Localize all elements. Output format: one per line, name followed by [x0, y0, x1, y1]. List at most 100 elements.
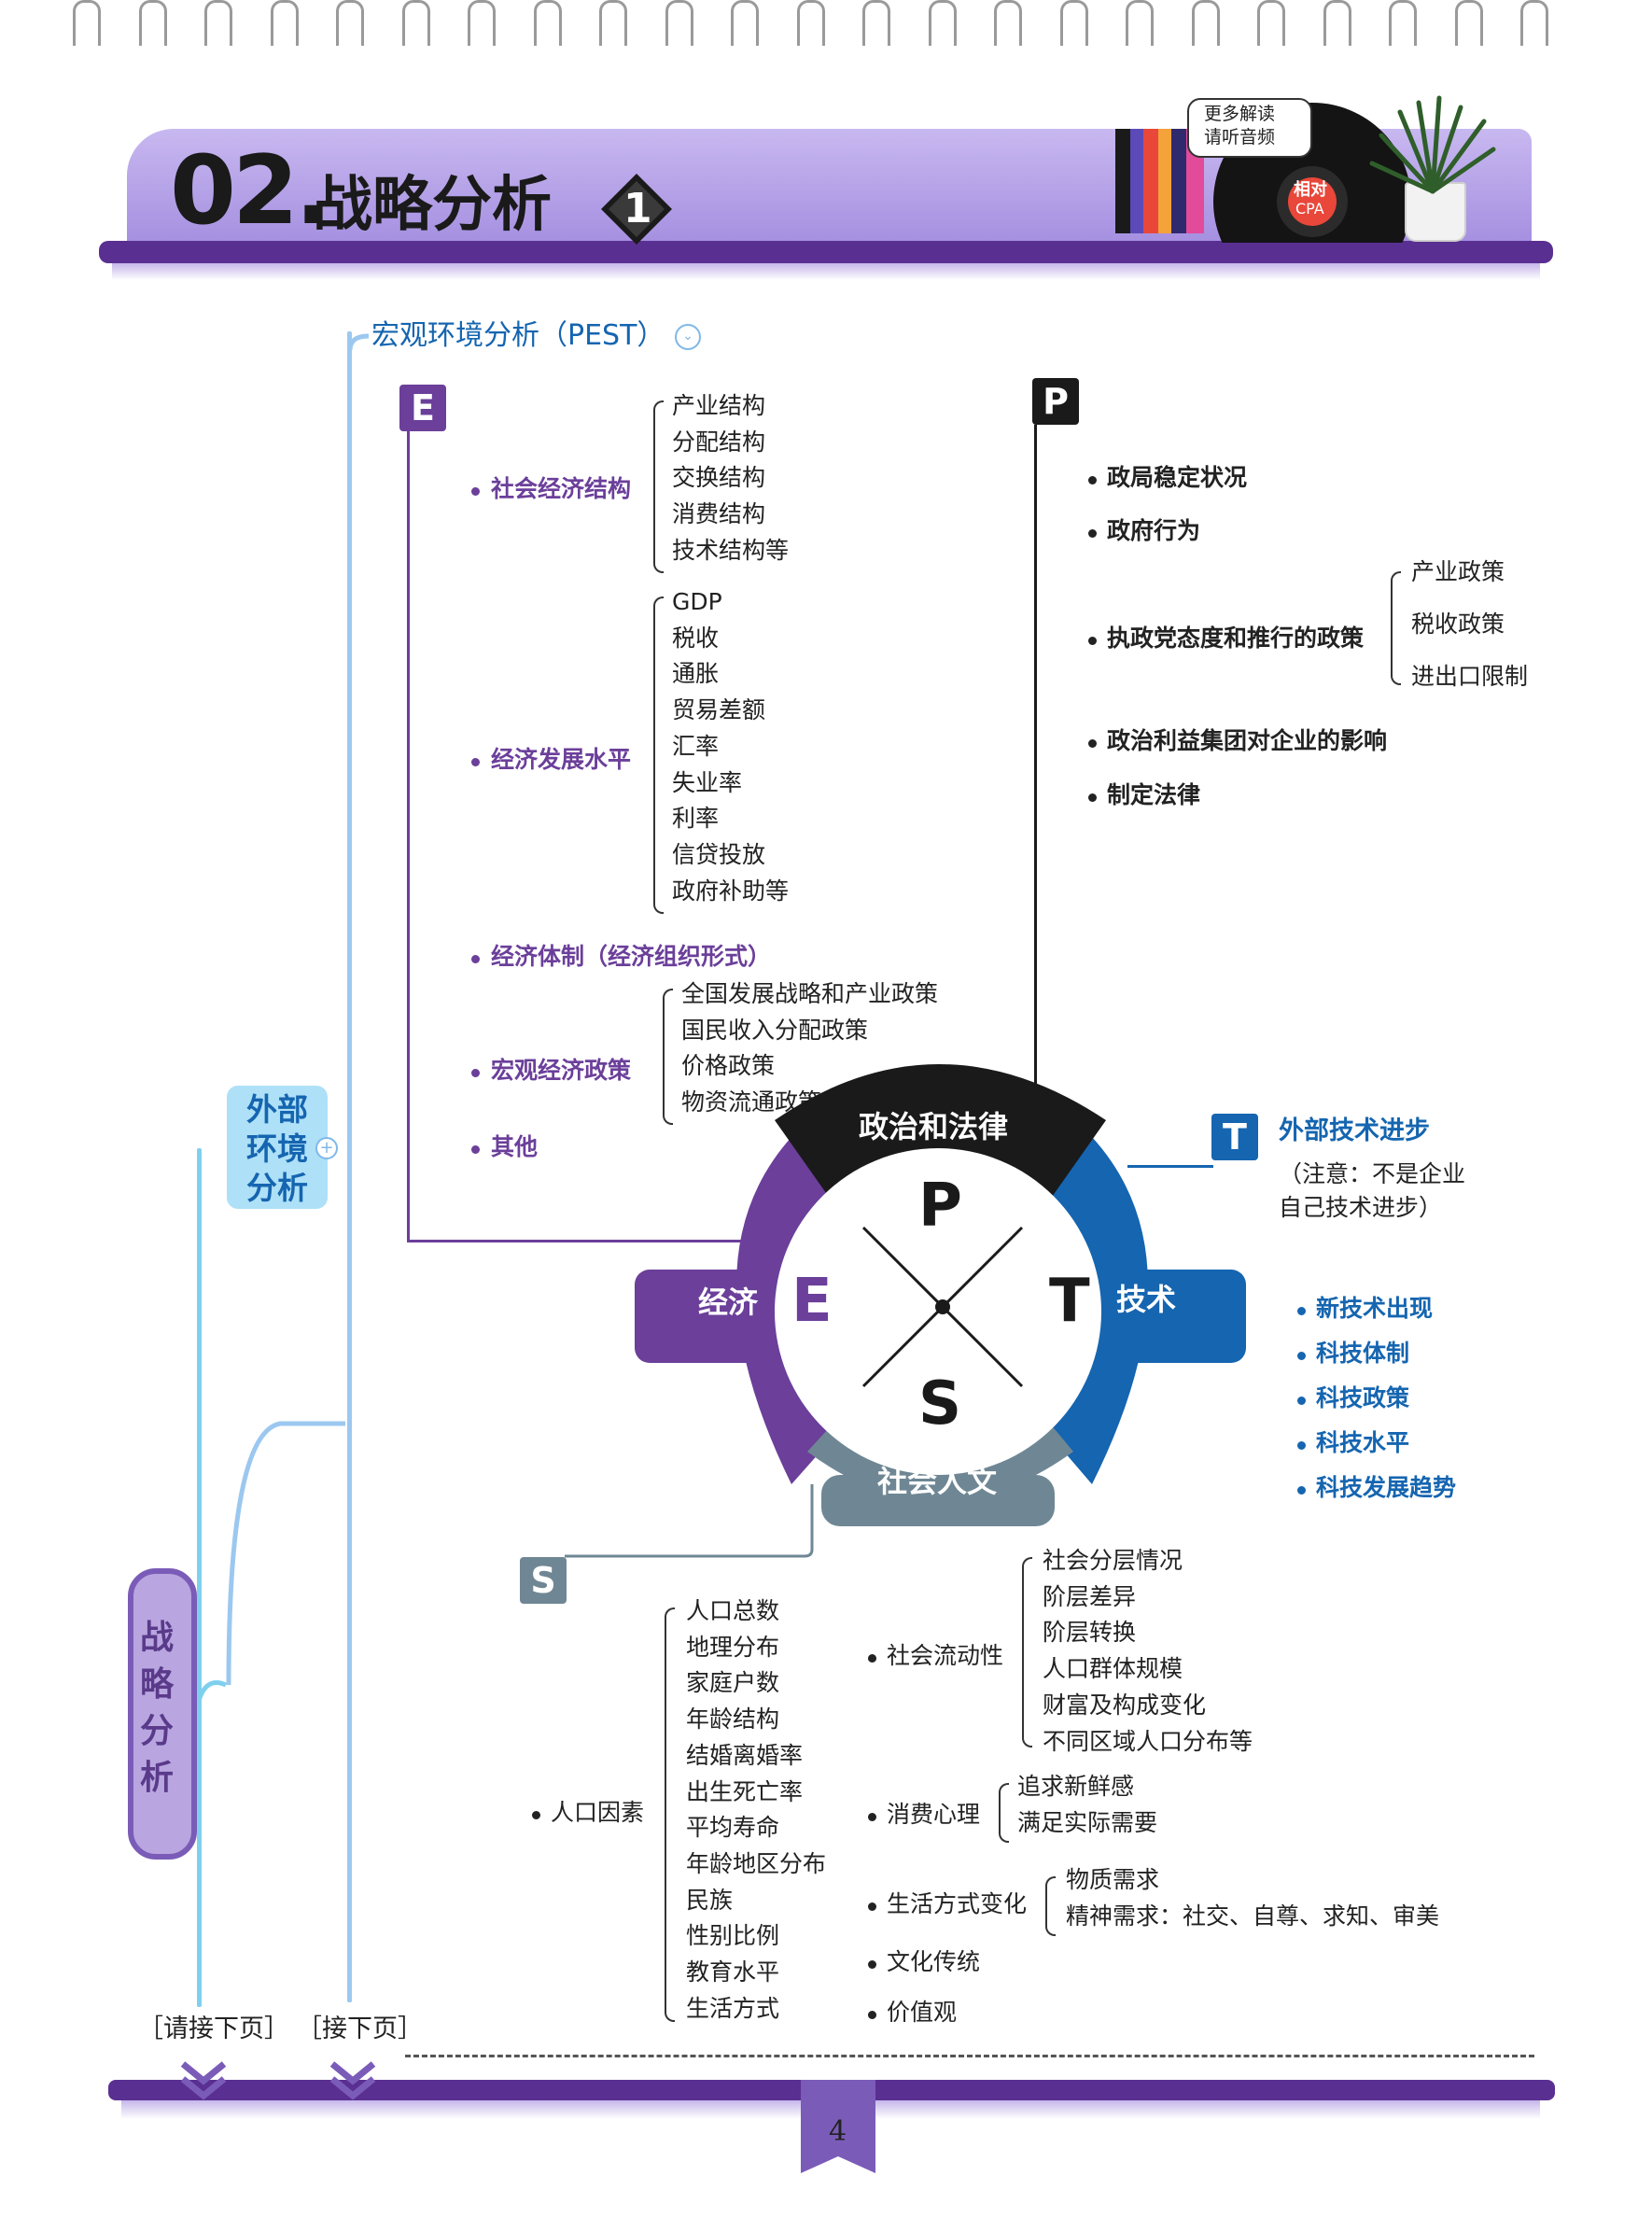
t-item-label: 科技水平 — [1316, 1429, 1410, 1456]
s-mobility-child: 不同区域人口分布等 — [1043, 1727, 1253, 1755]
e-item-label: 经济发展水平 — [491, 746, 632, 773]
p-child: 进出口限制 — [1411, 663, 1529, 690]
p-item-bullet — [1088, 637, 1097, 645]
wheel-letter-p: P — [918, 1172, 962, 1241]
s-population-child: 家庭户数 — [686, 1669, 780, 1697]
e-item-bullet — [471, 1145, 480, 1154]
e-child: 汇率 — [672, 732, 720, 760]
e-item-bullet — [471, 955, 480, 963]
s-population-child: 结婚离婚率 — [686, 1741, 804, 1769]
binding-ring — [204, 0, 232, 46]
t-item-label: 科技政策 — [1316, 1384, 1410, 1411]
s-population-child: 教育水平 — [686, 1958, 780, 1986]
s-consumer-child: 追求新鲜感 — [1017, 1773, 1135, 1800]
s-consumer-brace — [999, 1783, 1009, 1843]
binding-ring — [1257, 0, 1285, 46]
continue-left-label: ［请接下页］ — [138, 2014, 289, 2043]
s-consumer-label: 消费心理 — [887, 1801, 981, 1828]
logo-text-line1: 相对 — [1294, 180, 1327, 200]
t-item-label: 科技体制 — [1316, 1340, 1410, 1367]
p-branch-line — [1034, 425, 1037, 1127]
e-branch-line — [407, 431, 410, 1242]
binding-ring — [533, 0, 562, 46]
s-population-child: 人口总数 — [686, 1597, 780, 1624]
s-mobility-child: 社会分层情况 — [1043, 1547, 1183, 1574]
s-mobility-child: 财富及构成变化 — [1043, 1691, 1207, 1719]
external-environment-node[interactable] — [227, 1086, 328, 1209]
s-values-bullet — [868, 2011, 876, 2019]
binding-ring — [665, 0, 693, 46]
binding-ring — [1126, 0, 1154, 46]
expand-plus-icon[interactable]: + — [315, 1137, 338, 1159]
continue-right-chevron-icon[interactable] — [327, 2058, 379, 2103]
e-item-label: 其他 — [491, 1133, 539, 1160]
wheel-letter-t: T — [1049, 1267, 1090, 1336]
binding-ring — [401, 0, 430, 46]
vinyl-record-icon: 相对 CPA — [1213, 103, 1411, 243]
plant-leaves-icon — [1369, 95, 1496, 194]
t-item-label: 科技发展趋势 — [1316, 1474, 1457, 1501]
continue-left-chevron-icon[interactable] — [177, 2058, 230, 2103]
s-culture-label: 文化传统 — [887, 1948, 981, 1975]
audio-bubble — [1187, 98, 1312, 158]
binding-ring — [270, 0, 299, 46]
pest-heading: 宏观环境分析（PEST） — [371, 319, 665, 352]
s-mobility-label: 社会流动性 — [887, 1642, 1004, 1669]
binding-ring — [73, 0, 101, 46]
audio-label-line1: 更多解读 — [1204, 104, 1276, 124]
p-item-label: 政府行为 — [1107, 517, 1201, 544]
e-item-bullet — [471, 758, 480, 766]
e-child: 交换结构 — [672, 464, 766, 492]
binding-ring — [862, 0, 890, 46]
p-item-label: 政局稳定状况 — [1107, 464, 1248, 491]
s-mobility-child: 阶层转换 — [1043, 1619, 1137, 1647]
t-item-bullet — [1297, 1397, 1306, 1405]
t-letter-box: T — [1211, 1114, 1258, 1160]
e-child: 信贷投放 — [672, 840, 766, 868]
p-item-label: 制定法律 — [1107, 781, 1201, 808]
t-item-bullet — [1297, 1307, 1306, 1315]
binding-ring — [731, 0, 759, 46]
s-population-child: 生活方式 — [686, 1994, 780, 2022]
pest-wheel — [635, 1064, 1246, 1526]
p-item-brace — [1391, 571, 1401, 685]
binding-ring — [1323, 0, 1351, 46]
e-item-bullet — [471, 1069, 480, 1077]
e-item-label: 社会经济结构 — [491, 475, 632, 502]
s-population-child: 平均寿命 — [686, 1814, 780, 1842]
e-item-brace — [663, 989, 673, 1126]
e-child: 分配结构 — [672, 428, 766, 456]
e-item-bullet — [471, 487, 480, 496]
p-item-bullet — [1088, 739, 1097, 748]
s-population-child: 年龄结构 — [686, 1706, 780, 1734]
header-shelf-shadow — [112, 263, 1540, 280]
collapse-chevron-icon[interactable]: ⌄ — [675, 324, 701, 350]
p-child: 税收政策 — [1411, 611, 1505, 638]
s-consumer-bullet — [868, 1813, 876, 1821]
binding-ring — [928, 0, 957, 46]
e-item-brace — [653, 400, 664, 573]
header-number: 02. — [170, 135, 331, 246]
wheel-letter-s: S — [918, 1369, 962, 1439]
e-item-label: 宏观经济政策 — [491, 1057, 632, 1084]
s-population-child: 出生死亡率 — [686, 1777, 804, 1805]
e-child: 贸易差额 — [672, 696, 766, 724]
footer-dashed-line — [405, 2055, 1534, 2057]
p-item-bullet — [1088, 476, 1097, 484]
binding-ring — [468, 0, 496, 46]
header-shelf — [99, 241, 1553, 263]
header-badge-number: 1 — [623, 185, 652, 232]
e-item-label: 经济体制（经济组织形式） — [491, 943, 772, 970]
s-population-child: 地理分布 — [686, 1633, 780, 1661]
e-child: 税收 — [672, 624, 720, 652]
binding-ring — [1059, 0, 1088, 46]
wheel-label-tech: 技术 — [1116, 1282, 1177, 1317]
e-child: 消费结构 — [672, 500, 766, 528]
s-mobility-child: 人口群体规模 — [1043, 1655, 1183, 1683]
root-node[interactable] — [128, 1568, 197, 1860]
binding-ring — [1454, 0, 1483, 46]
s-population-child: 性别比例 — [686, 1922, 780, 1950]
t-item-label: 新技术出现 — [1316, 1295, 1434, 1322]
s-culture-bullet — [868, 1960, 876, 1969]
binding-ring — [336, 0, 364, 46]
